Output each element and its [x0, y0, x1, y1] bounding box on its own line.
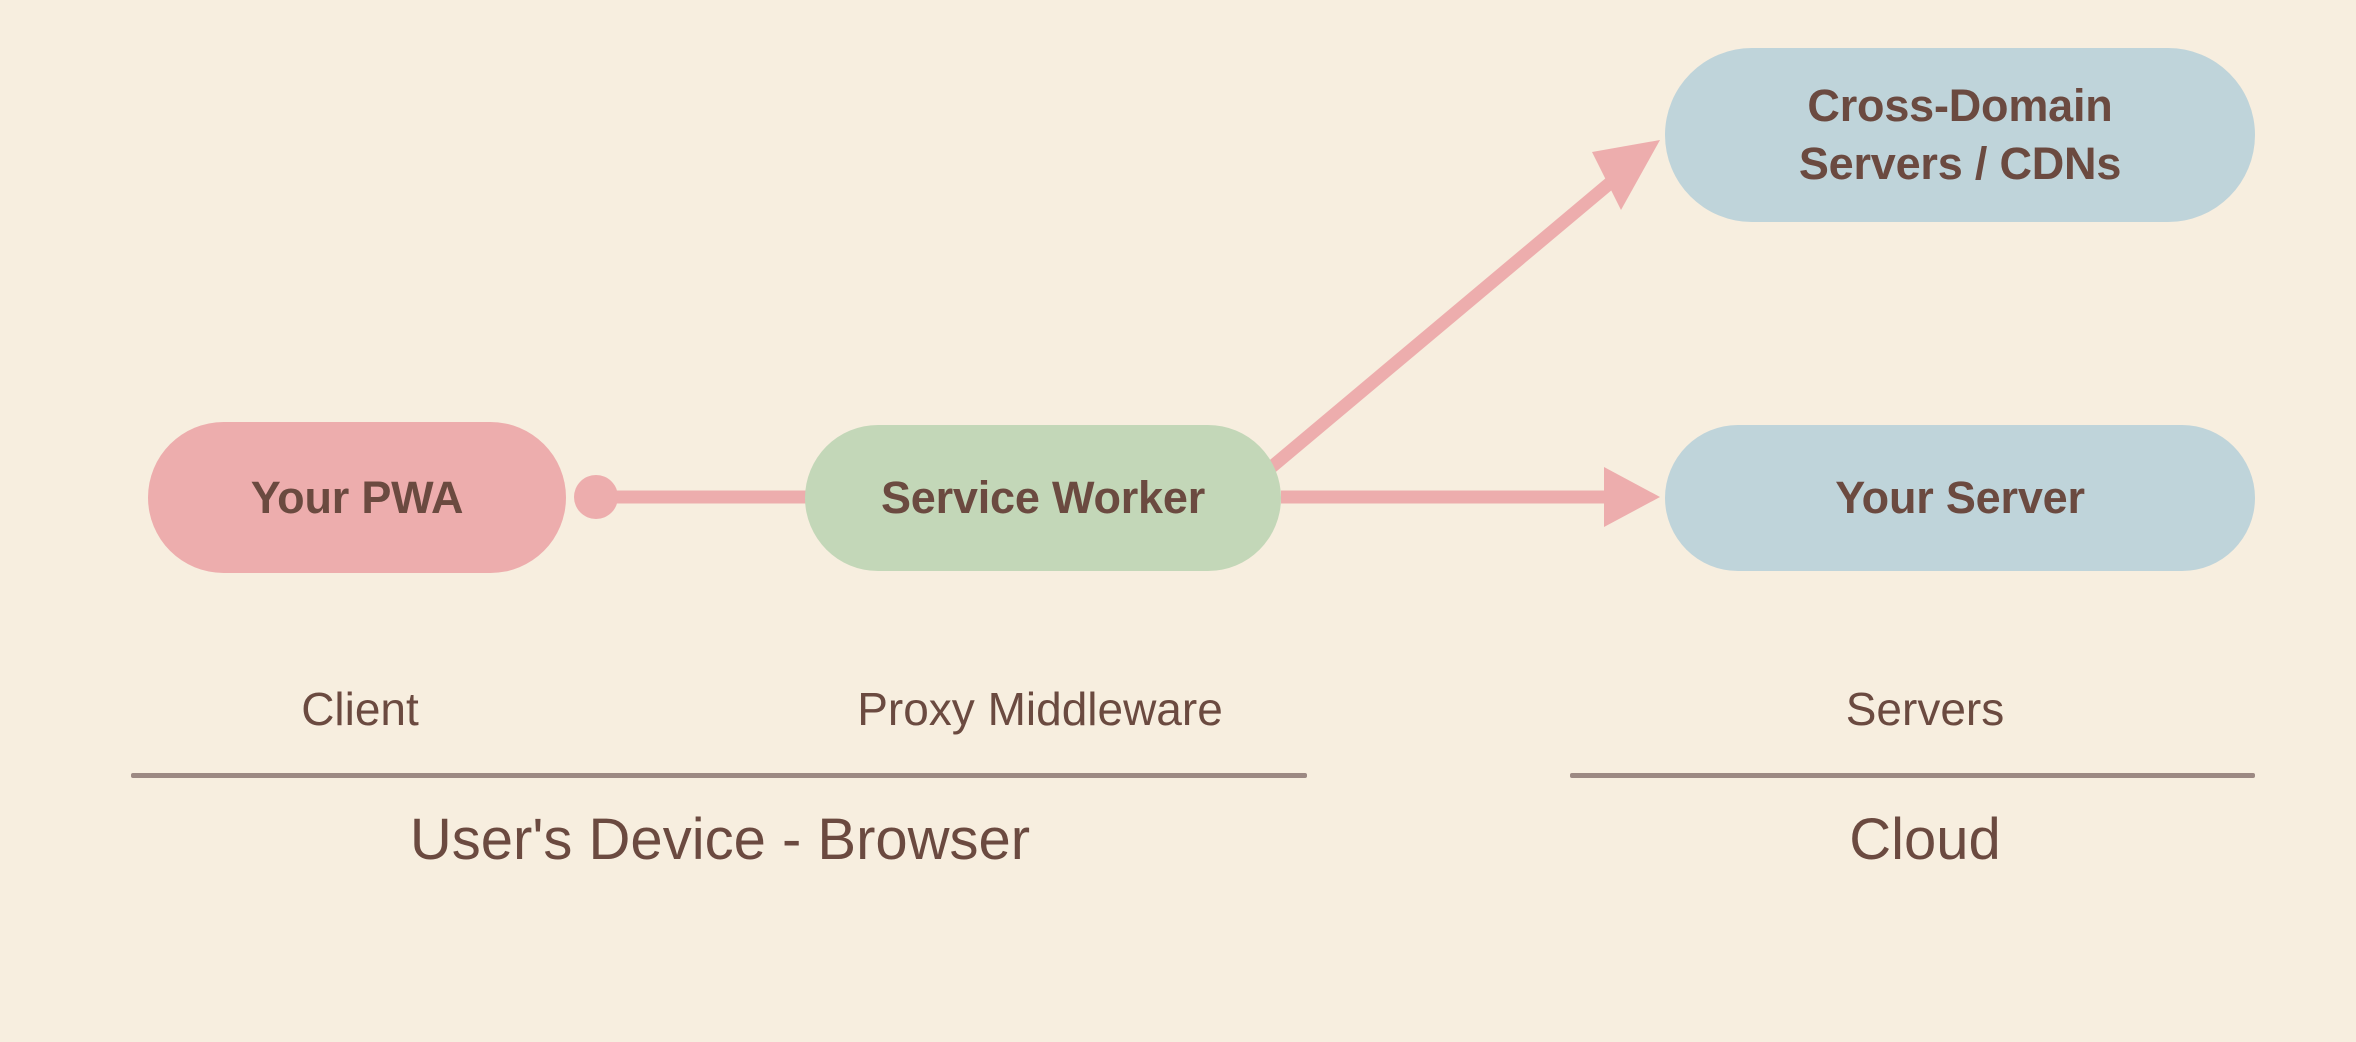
zone-label-user-device-browser: User's Device - Browser — [409, 807, 1031, 872]
zone-label-cloud: Cloud — [1849, 807, 2001, 872]
node-service-worker[interactable]: Service Worker — [805, 425, 1281, 571]
node-your-server[interactable]: Your Server — [1665, 425, 2255, 571]
edge-service-worker-to-cross-domain — [1263, 140, 1660, 475]
node-cross-domain-servers-label: Cross-Domain Servers / CDNs — [1798, 80, 2122, 189]
node-service-worker-label: Service Worker — [880, 472, 1206, 524]
zone-label-servers: Servers — [1845, 683, 2005, 735]
node-cross-domain-servers[interactable]: Cross-Domain Servers / CDNs — [1665, 48, 2255, 222]
node-your-pwa[interactable]: Your PWA — [148, 422, 566, 573]
node-your-pwa-label: Your PWA — [250, 471, 464, 523]
edge-service-worker-to-your-server — [1281, 467, 1660, 527]
arrow-head-sw-yourserver — [1604, 467, 1660, 527]
zone-label-client: Client — [301, 683, 419, 735]
zone-divider-cloud — [1570, 773, 2255, 778]
zone-label-proxy-middleware: Proxy Middleware — [857, 683, 1223, 735]
node-your-server-label: Your Server — [1835, 472, 2085, 524]
connector-dot-pwa — [574, 475, 618, 519]
zone-divider-user-device — [131, 773, 1307, 778]
arrow-shaft-sw-crossdomain — [1263, 173, 1621, 475]
edge-pwa-to-service-worker — [574, 475, 812, 519]
arrow-head-sw-crossdomain — [1592, 140, 1660, 210]
